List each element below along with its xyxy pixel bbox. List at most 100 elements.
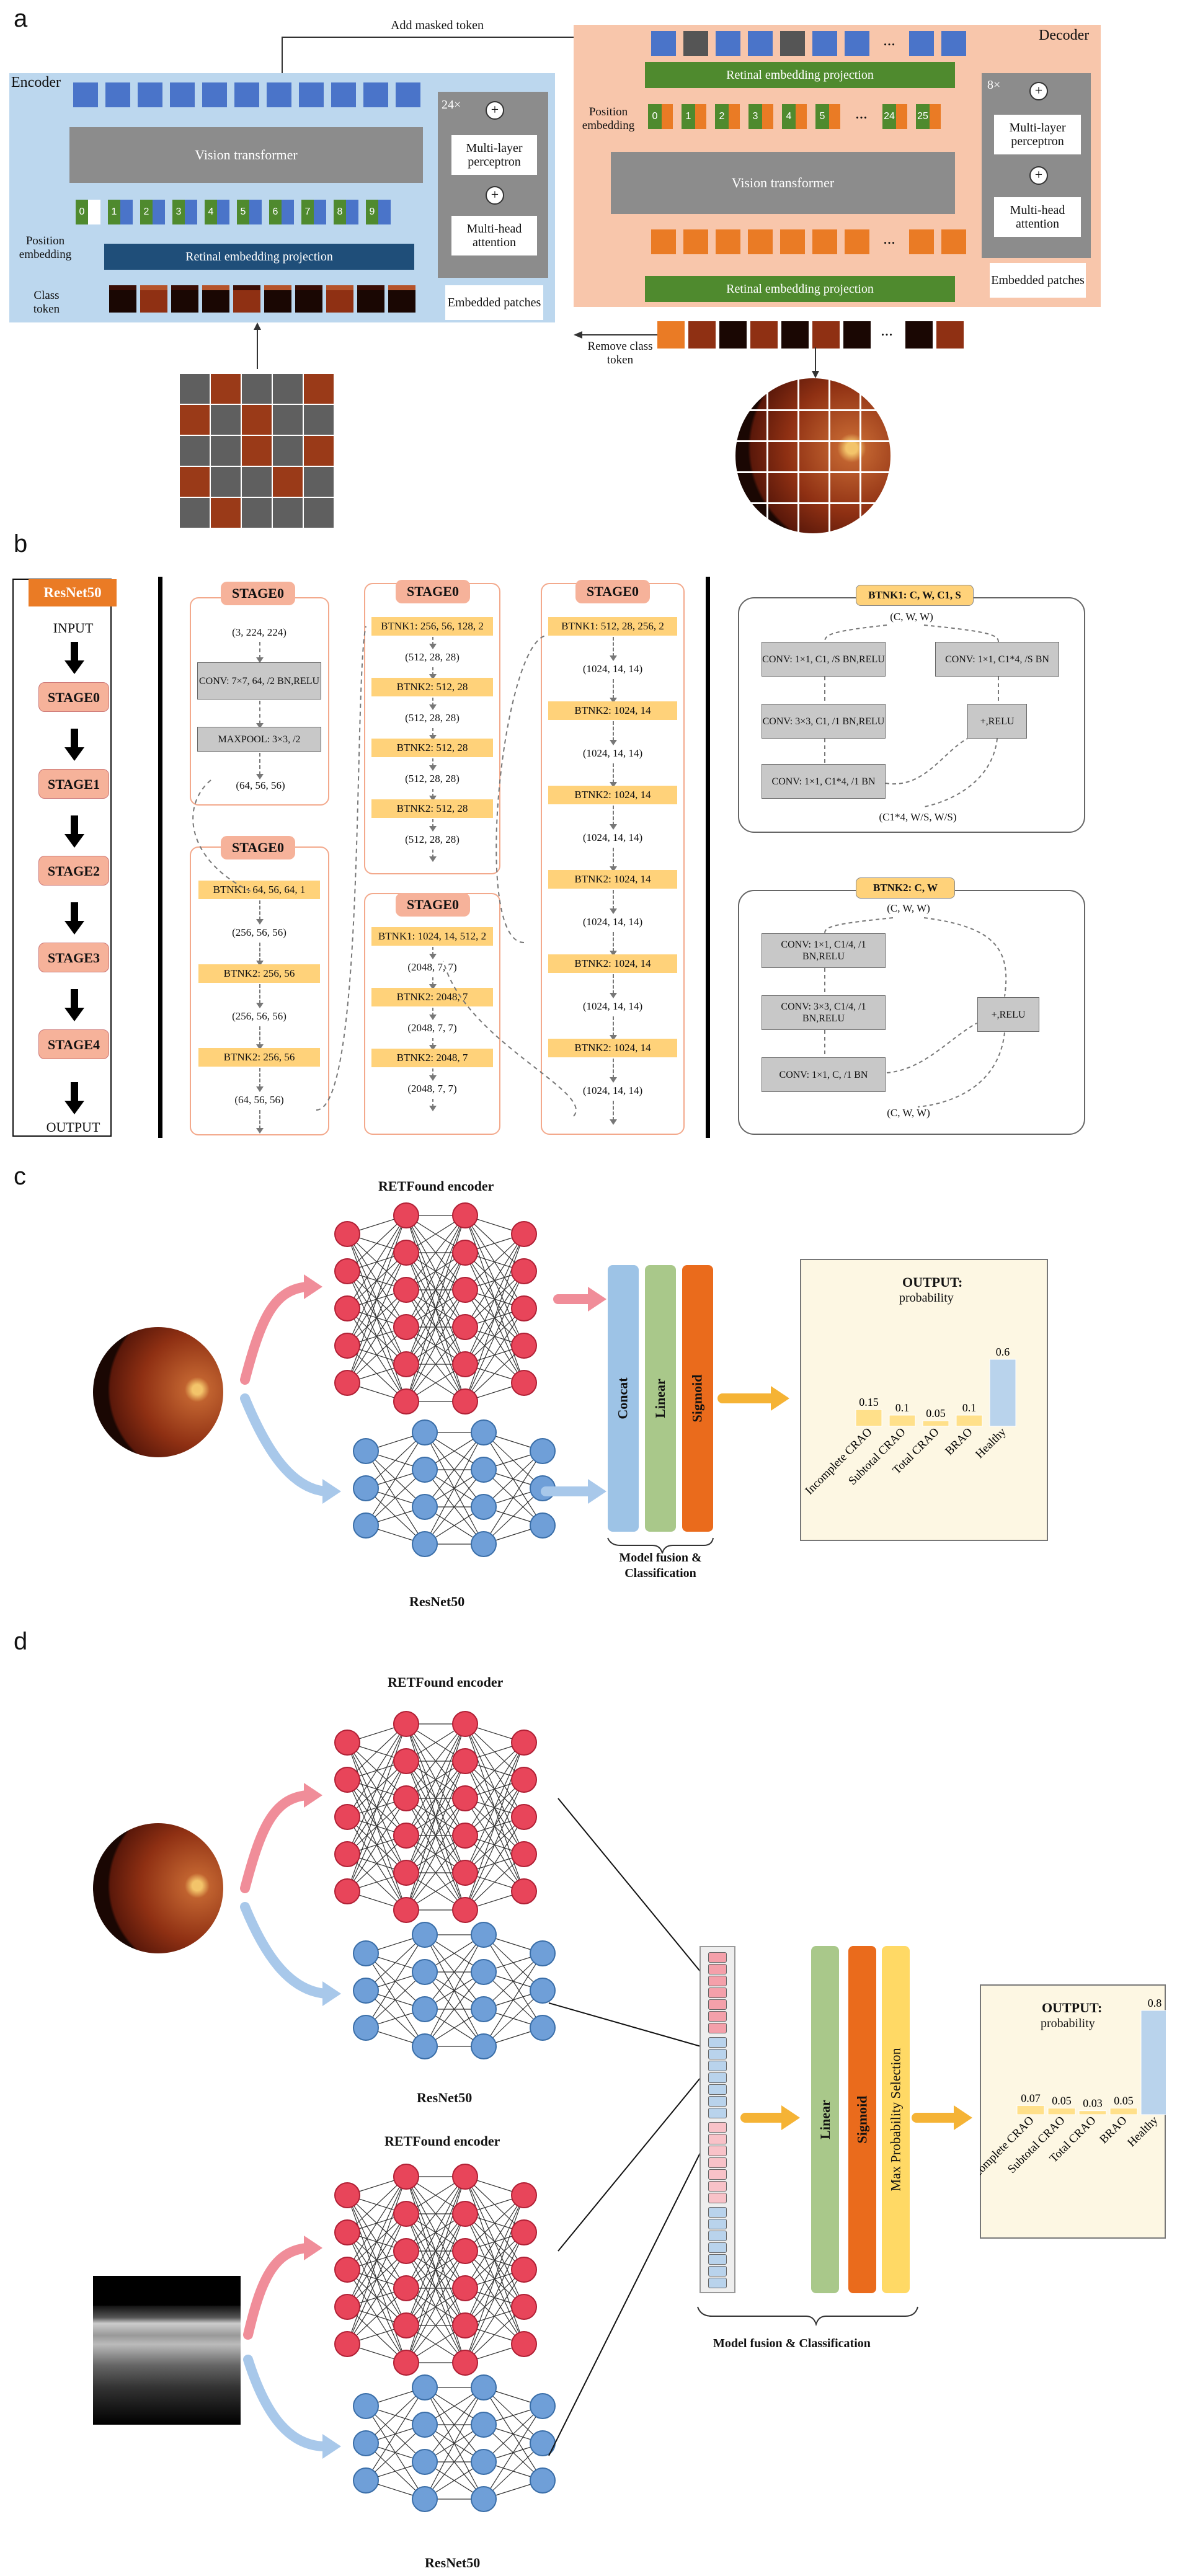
btnk2-conv-c: CONV: 1×1, C, /1 BN	[762, 1057, 886, 1092]
probability-bar	[1016, 2105, 1045, 2115]
encoder-position-token: 5	[237, 200, 249, 224]
masked-patch	[242, 374, 272, 404]
bottleneck-block: BTNK2: 256, 56	[198, 964, 320, 983]
feature-cell	[708, 2061, 727, 2071]
c-output-title: OUTPUT:	[902, 1274, 963, 1290]
d-pink-head-2	[304, 2236, 322, 2260]
flow-arrow-head	[610, 740, 617, 745]
network-node	[393, 2164, 419, 2190]
grid-line-vertical	[859, 378, 861, 535]
visible-patch	[211, 498, 241, 528]
feature-cell	[708, 2254, 727, 2265]
decoder-reconstructed-patch	[781, 321, 809, 349]
decoder-input-token	[780, 31, 805, 56]
probability-bar	[889, 1415, 916, 1427]
tensor-dim: (1024, 14, 14)	[582, 916, 643, 928]
d-linear-label: Linear	[817, 2100, 833, 2139]
encoder-patch-token	[249, 200, 262, 224]
decoder-reconstructed-patch	[936, 321, 964, 349]
grid-line-vertical	[766, 378, 768, 535]
network-edge	[347, 1215, 407, 1272]
panel-label-d: d	[14, 1628, 28, 1655]
network-edge	[406, 1215, 466, 1290]
bottleneck-block: BTNK1: 256, 56, 128, 2	[371, 617, 493, 636]
network-node	[452, 1314, 478, 1340]
bottleneck-block: BTNK2: 1024, 14	[548, 786, 677, 804]
network-edge	[347, 1723, 407, 1892]
encoder-output-token	[105, 82, 130, 107]
network-edge	[424, 1971, 484, 2047]
visible-patch	[304, 374, 334, 404]
network-node	[511, 1370, 537, 1396]
bottleneck-block: BTNK1: 64, 56, 64, 1	[198, 881, 320, 899]
network-node	[393, 2201, 419, 2227]
feature-cell	[708, 2122, 727, 2133]
decoder-repeat-label: 8×	[987, 78, 1001, 92]
network-node	[471, 2374, 497, 2401]
d-resnet-label-2: ResNet50	[425, 2555, 481, 2570]
d-linear-bar: Linear	[811, 1946, 839, 2293]
class-token-label: Class token	[33, 289, 60, 316]
btnk2-input-dim: (C, W, W)	[887, 902, 930, 914]
flow-arrow-line	[259, 753, 260, 775]
encoder-patch-token	[120, 200, 133, 224]
d-retfound-label-2: RETFound encoder	[384, 2133, 500, 2149]
decoder-position-token: 24	[882, 104, 896, 129]
pipeline-stage4: STAGE4	[38, 1029, 109, 1059]
encoder-output-token	[202, 82, 227, 107]
decoder-to-output-arrow	[812, 347, 819, 378]
decoder-patch-token	[896, 104, 907, 129]
flow-arrow-line	[613, 679, 614, 699]
feature-cell	[708, 2193, 727, 2203]
network-node	[334, 1370, 360, 1396]
grid-line-horizontal	[735, 502, 892, 504]
btnk1-add-relu-label: +,RELU	[980, 716, 1015, 727]
network-node	[334, 1295, 360, 1321]
c-fusion-brace	[607, 1537, 714, 1554]
flow-arrow-line	[613, 806, 614, 825]
flow-arrow-head	[256, 1086, 264, 1092]
network-node	[393, 1314, 419, 1340]
network-node	[471, 1531, 497, 1557]
bottleneck-block: BTNK1: 1024, 14, 512, 2	[371, 927, 493, 946]
decoder-patch-token	[662, 104, 673, 129]
feature-cell	[708, 2108, 727, 2118]
decoder-add-icon-2: +	[1029, 166, 1048, 185]
encoder-output-token	[363, 82, 388, 107]
network-node	[511, 1841, 537, 1867]
decoder-mha-label: Multi-head attention	[1010, 203, 1065, 231]
btnk1-input-dim: (C, W, W)	[890, 611, 933, 623]
network-node	[471, 1494, 497, 1520]
network-node	[452, 1897, 478, 1923]
flow-arrow-line	[432, 637, 433, 645]
feature-cell	[708, 2072, 727, 2083]
network-node	[530, 1512, 556, 1539]
btnk2-arrows	[824, 917, 1007, 1108]
masked-patch	[180, 374, 210, 404]
flow-arrow-line	[259, 900, 260, 920]
decoder-output-token	[909, 229, 934, 254]
category-label: Healthy	[973, 1425, 1009, 1461]
d-max-prob-bar: Max Probability Selection	[882, 1946, 910, 2293]
network-edge	[347, 1252, 407, 1383]
tensor-dim: (512, 28, 28)	[405, 712, 460, 724]
network-node	[393, 2238, 419, 2264]
decoder-rep-bottom-label: Retinal embedding projection	[726, 282, 874, 296]
panel-label-b: b	[14, 530, 28, 557]
flow-arrow-head	[256, 723, 264, 729]
probability-value-label: 0.05	[1052, 2095, 1072, 2107]
pipeline-stage0: STAGE0	[38, 682, 109, 712]
btnk1-conv-short-label: CONV: 1×1, C1*4, /S BN	[945, 654, 1049, 665]
remove-class-token-arrow	[574, 331, 657, 339]
network-node	[471, 1959, 497, 1985]
tensor-dim: (2048, 7, 7)	[407, 1083, 457, 1095]
flow-arrow-line	[259, 942, 260, 962]
masked-patch	[180, 498, 210, 528]
bottleneck-block: BTNK2: 1024, 14	[548, 701, 677, 720]
masked-patch	[180, 436, 210, 466]
network-edge	[406, 2176, 466, 2289]
encoder-image-patch	[357, 285, 384, 313]
decoder-title: Decoder	[1039, 27, 1090, 43]
encoder-position-token: 2	[140, 200, 153, 224]
